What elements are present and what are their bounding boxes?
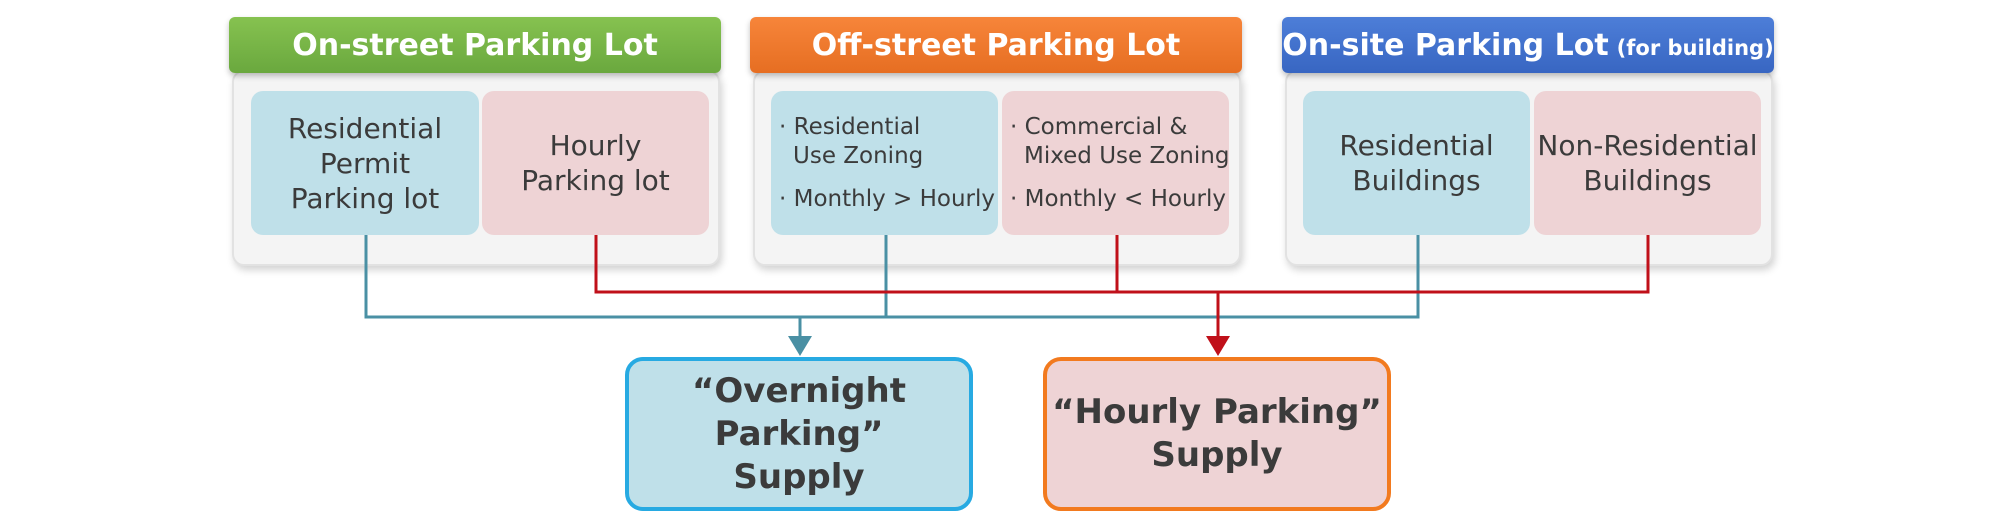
non-residential-buildings-line-1: Non-Residential <box>1537 129 1758 162</box>
connector-hourly-parking-lot <box>594 235 1218 294</box>
hourly-parking-lot-box: Hourly Parking lot <box>482 91 709 235</box>
overnight-supply-line-2: Supply <box>733 456 865 497</box>
on-site-title-suffix: (for building) <box>1616 36 1774 60</box>
hourly-supply-line-2: Supply <box>1151 435 1283 475</box>
arrowhead-hourly <box>1206 336 1230 356</box>
commercial-zoning-box: · Commercial & Mixed Use Zoning · Monthl… <box>1002 91 1229 235</box>
connector-residential-permit <box>364 235 800 319</box>
connector-residential-buildings <box>800 235 1420 319</box>
hourly-supply-line-1: “Hourly Parking” <box>1052 392 1382 432</box>
residential-zoning-box: · Residential Use Zoning · Monthly > Hou… <box>771 91 998 235</box>
on-site-title: On-site Parking Lot <box>1282 27 1609 63</box>
hourly-parking-lot-line-1: Hourly <box>549 129 642 162</box>
arrowhead-overnight <box>788 336 812 356</box>
overnight-supply-box: “Overnight Parking” Supply <box>625 357 973 511</box>
residential-zoning-line-3: · Monthly > Hourly <box>779 186 996 212</box>
residential-permit-line-3: Parking lot <box>290 181 440 215</box>
residential-buildings-box: Residential Buildings <box>1303 91 1530 235</box>
off-street-title: Off-street Parking Lot <box>811 27 1181 63</box>
residential-buildings-line-2: Buildings <box>1352 164 1481 197</box>
hourly-parking-lot-line-2: Parking lot <box>521 164 670 197</box>
residential-permit-line-2: Permit <box>319 146 411 180</box>
residential-buildings-line-1: Residential <box>1339 129 1494 162</box>
off-street-header: Off-street Parking Lot <box>750 17 1242 73</box>
on-street-header: On-street Parking Lot <box>229 17 721 73</box>
residential-zoning-line-2: Use Zoning <box>793 143 924 169</box>
on-street-title: On-street Parking Lot <box>292 27 658 63</box>
overnight-supply-line-1: “Overnight Parking” <box>692 370 906 454</box>
non-residential-buildings-box: Non-Residential Buildings <box>1534 91 1761 235</box>
hourly-supply-box: “Hourly Parking” Supply <box>1043 357 1391 511</box>
residential-permit-line-1: Residential <box>287 111 443 145</box>
on-site-header: On-site Parking Lot (for building) <box>1282 17 1774 73</box>
commercial-zoning-line-3: · Monthly < Hourly <box>1010 186 1227 212</box>
non-residential-buildings-line-2: Buildings <box>1583 164 1712 197</box>
connector-non-residential-buildings <box>1218 235 1650 294</box>
commercial-zoning-line-1: · Commercial & <box>1010 114 1188 140</box>
residential-permit-box: Residential Permit Parking lot <box>251 91 479 235</box>
commercial-zoning-line-2: Mixed Use Zoning <box>1024 143 1230 169</box>
residential-zoning-line-1: · Residential <box>779 114 921 140</box>
